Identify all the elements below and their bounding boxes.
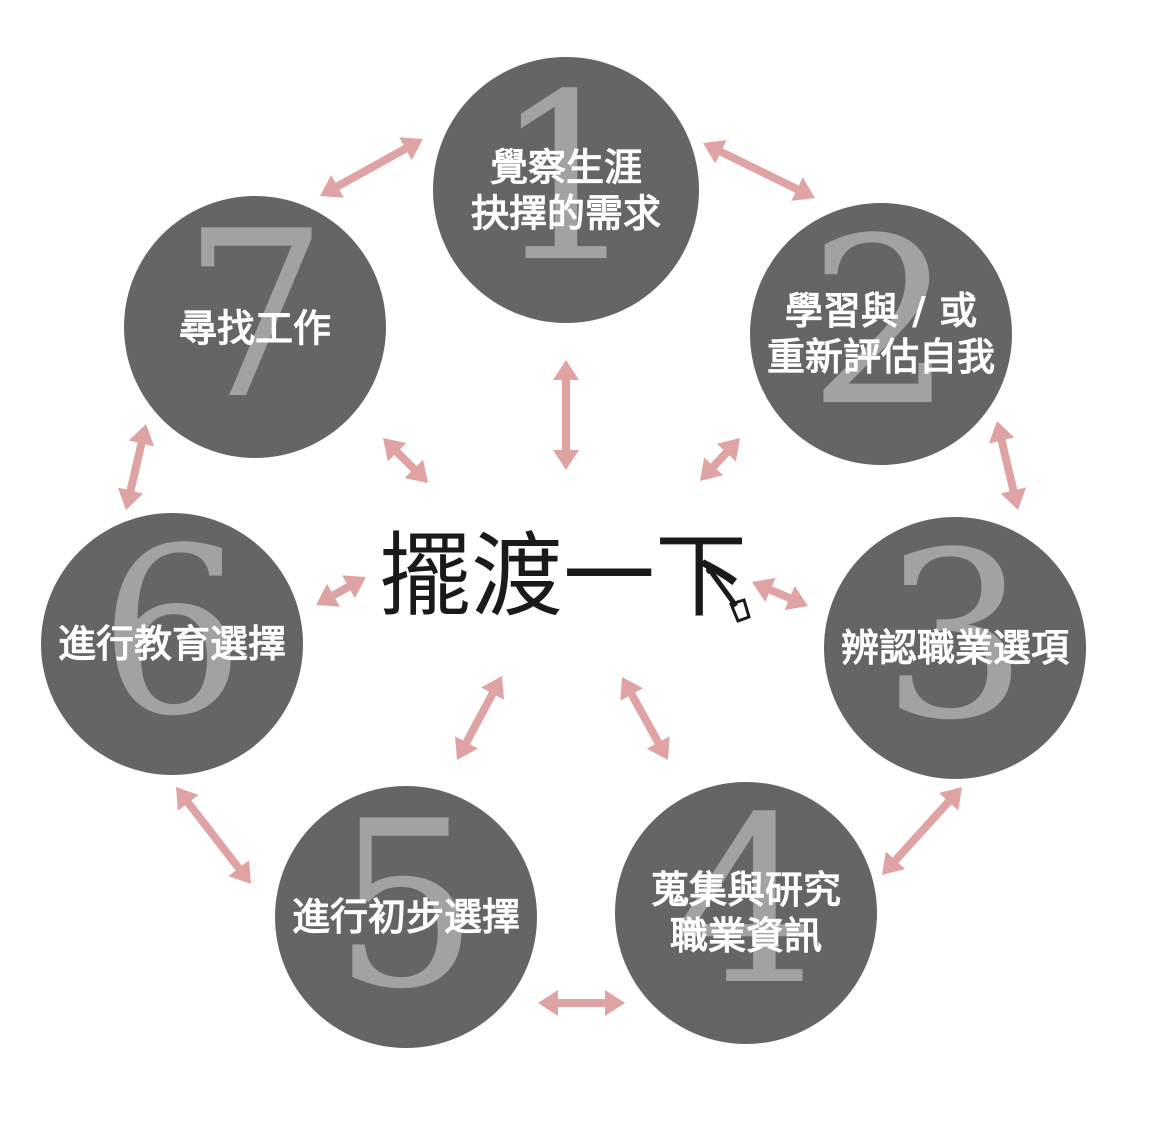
arrow-4-5 [538, 990, 625, 1016]
arrow-center-3 [752, 577, 808, 611]
step-label: 抉擇的需求 [471, 191, 661, 236]
arrow-6-7 [117, 424, 155, 510]
arrow-3-4 [882, 787, 962, 875]
arrow-head [383, 438, 407, 462]
step-label: 辨認職業選項 [841, 625, 1070, 670]
arrow-shaft [996, 433, 1019, 498]
step-label: 蒐集與研究 [651, 867, 841, 912]
arrow-head [605, 990, 625, 1016]
arrow-shaft [181, 795, 246, 876]
arrow-center-7 [383, 438, 428, 483]
arrow-head [128, 424, 155, 447]
arrow-head [404, 459, 428, 483]
arrow-head [454, 736, 478, 760]
arrow-head [791, 177, 815, 201]
step-circle [750, 203, 1012, 465]
arrow-head [117, 487, 144, 510]
arrow-head [481, 676, 505, 700]
arrow-1-2 [703, 140, 815, 201]
arrows-layer [117, 137, 1027, 1016]
arrow-head [342, 575, 366, 599]
arrow-7-1 [320, 137, 423, 198]
arrow-shaft [330, 142, 413, 193]
arrow-5-6 [176, 787, 251, 884]
step-number: 2 [808, 190, 954, 457]
arrow-head [553, 360, 579, 380]
step-number: 7 [182, 183, 328, 450]
arrow-center-5 [454, 676, 505, 760]
step-label: 尋找工作 [179, 305, 331, 350]
arrow-head [703, 140, 727, 164]
step-circle [615, 782, 877, 1044]
step-label: 覺察生涯 [490, 145, 642, 190]
step-circle [433, 57, 699, 323]
arrow-head [988, 421, 1015, 444]
step-circle [275, 786, 537, 1048]
arrow-head [1000, 487, 1027, 510]
step-circle [41, 513, 303, 775]
arrow-head [716, 438, 740, 462]
arrow-head [316, 583, 340, 607]
arrow-shaft [888, 794, 956, 868]
arrow-head [938, 787, 962, 811]
step-number: 3 [882, 504, 1028, 771]
arrow-head [320, 174, 344, 198]
oar-icon [706, 566, 751, 623]
arrow-head [646, 736, 670, 760]
arrow-shaft [625, 687, 665, 750]
step-number: 1 [493, 46, 639, 313]
step-label: 重新評估自我 [767, 334, 995, 379]
arrow-center-2 [700, 438, 740, 481]
arrow-head [752, 577, 776, 602]
arrow-shaft [460, 686, 499, 750]
step-number: 5 [333, 773, 479, 1040]
step-circle [124, 196, 386, 458]
step-label: 進行教育選擇 [58, 621, 286, 666]
step-circle [824, 517, 1086, 779]
step-label: 學習與 / 或 [785, 288, 977, 333]
arrow-head [784, 586, 808, 611]
arrow-2-3 [988, 421, 1027, 510]
arrow-center-6 [316, 575, 366, 607]
arrow-head [700, 457, 724, 481]
arrow-head [228, 860, 251, 884]
step-label: 職業資訊 [670, 913, 822, 958]
arrow-center-4 [620, 677, 670, 760]
arrow-center-1 [553, 360, 579, 470]
arrow-shaft [125, 436, 147, 498]
arrow-head [882, 851, 906, 875]
arrow-shaft [713, 145, 805, 196]
arrow-head [399, 137, 423, 161]
step-label: 進行初步選擇 [292, 894, 520, 939]
arrow-head [538, 990, 558, 1016]
arrow-head [553, 450, 579, 470]
center-title: 擺渡一下 [379, 523, 747, 630]
arrow-head [176, 787, 199, 811]
step-number: 4 [673, 769, 819, 1036]
step-number: 6 [99, 500, 245, 767]
arrow-head [620, 677, 644, 701]
